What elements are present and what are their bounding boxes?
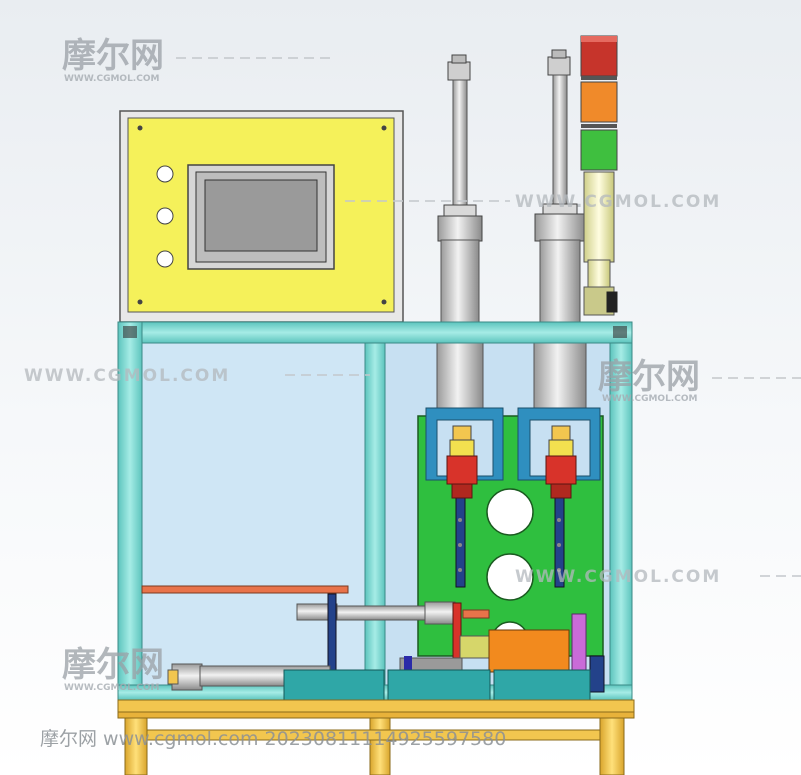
vertical-cylinder-left bbox=[436, 54, 484, 411]
svg-text:摩尔网: 摩尔网 bbox=[598, 357, 700, 397]
button-3-icon bbox=[156, 250, 174, 268]
svg-text:摩尔网: 摩尔网 bbox=[62, 36, 164, 76]
base-block-1 bbox=[283, 669, 385, 701]
svg-text:WWW.CGMOL.COM: WWW.CGMOL.COM bbox=[24, 366, 230, 386]
vertical-cylinder-right bbox=[533, 49, 587, 411]
svg-text:WWW.CGMOL.COM: WWW.CGMOL.COM bbox=[64, 683, 159, 693]
base-block-2 bbox=[387, 669, 491, 701]
clamp-assembly bbox=[399, 609, 605, 693]
button-1-icon bbox=[156, 165, 174, 183]
svg-text:摩尔网: 摩尔网 bbox=[62, 645, 164, 685]
watermark-url-top-right: WWW.CGMOL.COM bbox=[345, 192, 721, 212]
footer-watermark: 摩尔网 www.cgmol.com 20230811114925597580 bbox=[40, 728, 506, 750]
svg-text:WWW.CGMOL.COM: WWW.CGMOL.COM bbox=[515, 567, 721, 587]
watermark-url-lower-right: WWW.CGMOL.COM bbox=[515, 567, 801, 587]
svg-text:WWW.CGMOL.COM: WWW.CGMOL.COM bbox=[64, 74, 159, 84]
watermark-mid-right: 摩尔网 WWW.CGMOL.COM bbox=[598, 357, 801, 404]
signal-tower bbox=[580, 35, 618, 316]
red-actuator-right bbox=[545, 425, 577, 499]
svg-text:WWW.CGMOL.COM: WWW.CGMOL.COM bbox=[602, 394, 697, 404]
button-2-icon bbox=[156, 207, 174, 225]
orange-shelf bbox=[141, 585, 349, 594]
svg-text:WWW.CGMOL.COM: WWW.CGMOL.COM bbox=[515, 192, 721, 212]
watermark-url-mid-left: WWW.CGMOL.COM bbox=[24, 366, 370, 386]
horizontal-cylinder-upper bbox=[296, 593, 462, 675]
watermark-bottom-left: 摩尔网 WWW.CGMOL.COM bbox=[62, 645, 164, 693]
table-base bbox=[117, 699, 635, 775]
watermark-top-left: 摩尔网 WWW.CGMOL.COM bbox=[62, 36, 330, 84]
red-actuator-left bbox=[446, 425, 478, 499]
control-box bbox=[119, 110, 404, 323]
base-block-3 bbox=[493, 669, 591, 701]
